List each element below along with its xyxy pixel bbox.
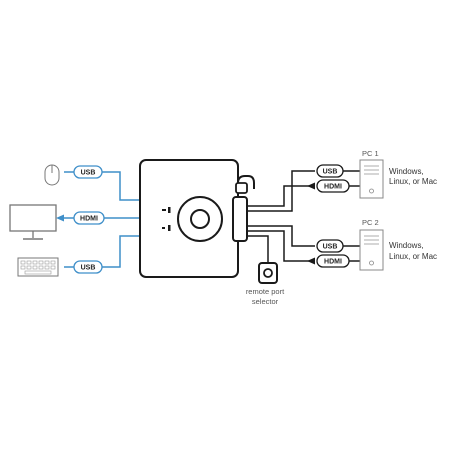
pc-tower-icon xyxy=(359,229,384,271)
usb-cable-label-pc1: USB xyxy=(316,164,344,178)
arrow-pc2-hdmi xyxy=(307,257,315,265)
kvm-switch-icon xyxy=(139,159,255,278)
keyboard-icon xyxy=(17,257,59,277)
remote-selector-label-line1: remote port xyxy=(246,287,285,296)
svg-text:USB: USB xyxy=(81,170,96,177)
right-cables xyxy=(247,170,360,263)
arrow-pc1-hdmi xyxy=(307,182,315,190)
monitor-icon xyxy=(9,204,57,240)
pc2-os-line2: Linux, or Mac xyxy=(389,252,437,261)
pc-tower-icon xyxy=(359,159,384,199)
svg-text:HDMI: HDMI xyxy=(324,259,342,266)
usb-cable-label-mouse: USB xyxy=(73,165,103,179)
svg-text:HDMI: HDMI xyxy=(80,216,98,223)
mouse-icon xyxy=(44,164,60,186)
arrow-to-monitor xyxy=(56,214,64,222)
hdmi-cable-label-pc2: HDMI xyxy=(316,254,350,268)
usb-cable-label-pc2: USB xyxy=(316,239,344,253)
hdmi-cable-label-pc1: HDMI xyxy=(316,179,350,193)
remote-selector-label-line2: selector xyxy=(252,297,279,306)
svg-text:USB: USB xyxy=(323,169,338,176)
pc1-os-line2: Linux, or Mac xyxy=(389,177,437,186)
hdmi-cable-label-monitor: HDMI xyxy=(73,211,105,225)
svg-text:USB: USB xyxy=(323,244,338,251)
svg-text:USB: USB xyxy=(81,265,96,272)
pc2-label: PC 2 xyxy=(362,218,379,227)
svg-text:HDMI: HDMI xyxy=(324,184,342,191)
usb-cable-label-keyboard: USB xyxy=(73,260,103,274)
remote-selector-icon xyxy=(258,262,278,284)
pc1-label: PC 1 xyxy=(362,149,379,158)
pc1-os-line1: Windows, xyxy=(389,167,424,176)
pc2-os-line1: Windows, xyxy=(389,241,424,250)
